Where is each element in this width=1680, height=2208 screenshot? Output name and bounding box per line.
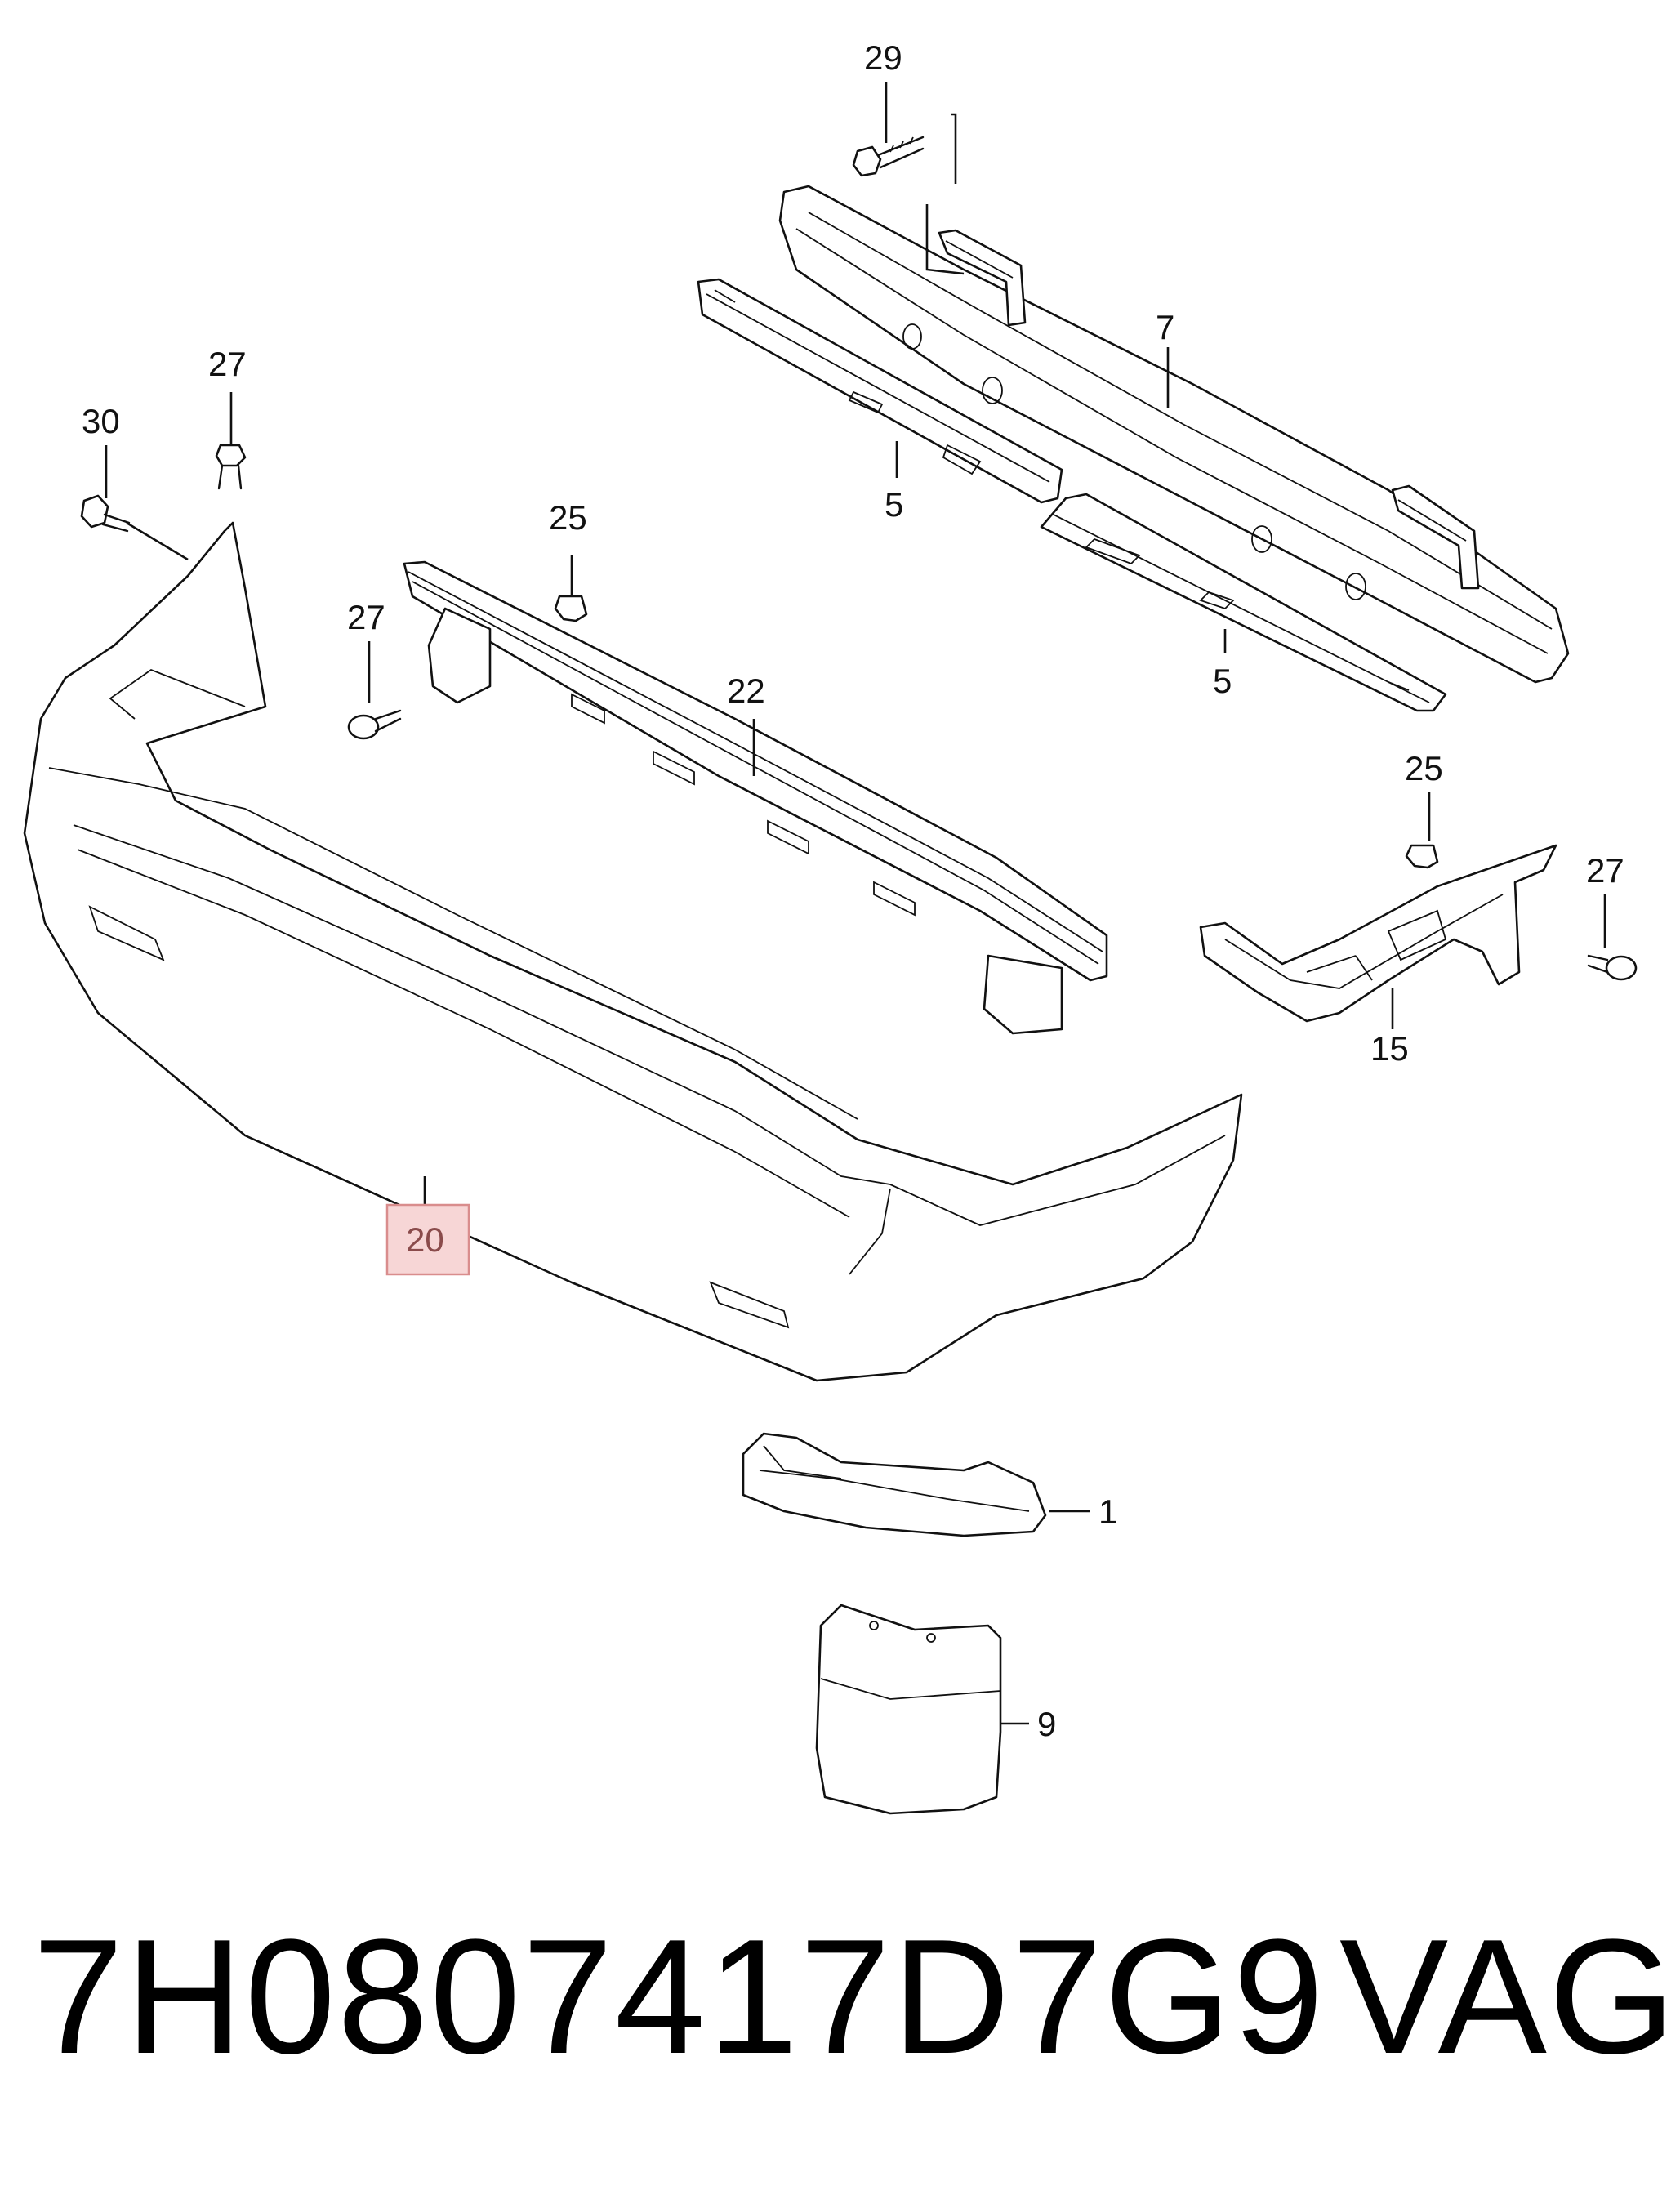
callout-20-box[interactable] <box>385 1203 470 1276</box>
leader-lines <box>105 82 1606 1725</box>
side-bracket-part <box>1199 844 1557 1023</box>
callout-25-right: 25 <box>1405 749 1443 787</box>
callout-22: 22 <box>727 671 765 710</box>
bolt-30-part <box>80 494 131 533</box>
callout-20-highlight[interactable]: 20 <box>385 1203 470 1276</box>
absorber-strip-right-part <box>1040 493 1447 712</box>
callout-5-lower: 5 <box>1213 662 1232 700</box>
clip-25-mid-part <box>554 595 588 622</box>
clip-27-mid-part <box>347 709 402 740</box>
mounting-rail-part <box>403 560 1108 1035</box>
callout-29: 29 <box>864 38 902 77</box>
callout-27-top: 27 <box>208 345 247 383</box>
clip-27-top-part <box>215 444 247 490</box>
callout-27-mid: 27 <box>347 598 385 636</box>
callout-5-upper: 5 <box>885 485 903 524</box>
callout-20[interactable]: 20 <box>406 1220 444 1259</box>
clip-27-right-part <box>1587 954 1638 981</box>
reinforcement-bar-part <box>778 185 1570 684</box>
brand-name: VAG <box>1339 1906 1678 2088</box>
clip-25-right-part <box>1405 844 1439 869</box>
callout-15: 15 <box>1370 1029 1409 1068</box>
callout-1: 1 <box>1098 1492 1117 1531</box>
callout-7: 7 <box>1156 308 1174 346</box>
bumper-cover-part <box>23 521 1243 1382</box>
callout-9: 9 <box>1037 1705 1056 1743</box>
callout-25-mid: 25 <box>549 498 587 537</box>
callout-27-right: 27 <box>1586 851 1624 890</box>
absorber-strip-left-part <box>697 278 1063 504</box>
part-caption: 7H0807417D7G9 VAG <box>33 1903 1676 2091</box>
callout-30: 30 <box>82 402 120 440</box>
end-cap-part <box>815 1604 1002 1815</box>
end-bracket-part <box>742 1432 1047 1537</box>
part-number: 7H0807417D7G9 <box>33 1906 1326 2088</box>
bolt-29-part <box>852 136 925 177</box>
